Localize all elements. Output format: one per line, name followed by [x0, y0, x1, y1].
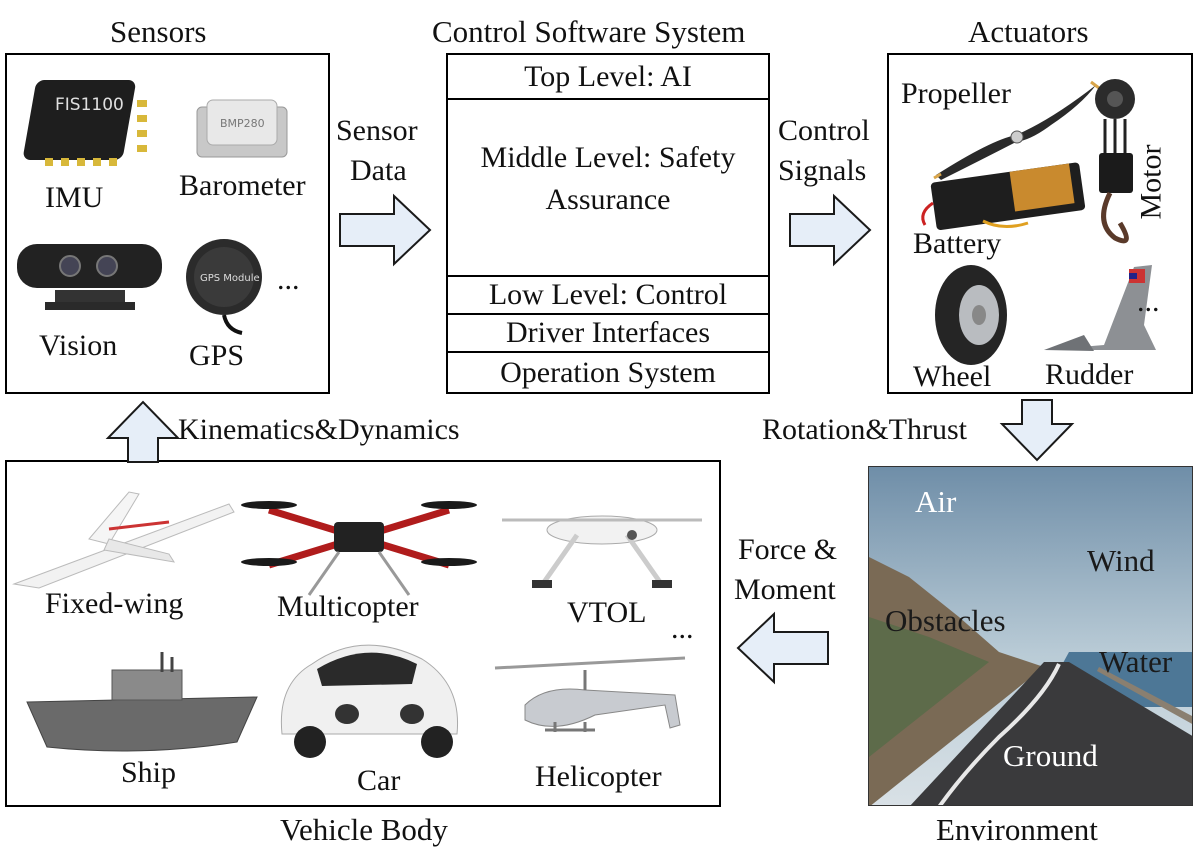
- actuator-label-motor: Motor: [1134, 144, 1168, 220]
- gps-module-icon: GPS Module: [186, 239, 262, 335]
- svg-text:BMP280: BMP280: [220, 117, 265, 130]
- actuators-title: Actuators: [968, 14, 1089, 49]
- sensor-label-imu: IMU: [45, 181, 104, 214]
- layer-top-ai: Top Level: AI: [448, 55, 768, 100]
- control-stack: Top Level: AI Middle Level: Safety Assur…: [446, 53, 770, 394]
- layer-low-control: Low Level: Control: [448, 277, 768, 315]
- vtol-icon: [502, 515, 702, 588]
- multicopter-icon: [241, 501, 477, 596]
- kinematics-label: Kinematics&Dynamics: [178, 413, 460, 446]
- imu-chip-icon: FIS1100: [23, 80, 147, 166]
- car-icon: [280, 644, 459, 758]
- vehicle-label-vtol: VTOL: [567, 596, 647, 629]
- vehicle-ellipsis: ...: [671, 612, 694, 645]
- vehicle-label-fixed-wing: Fixed-wing: [45, 587, 184, 620]
- sensor-label-barometer: Barometer: [179, 169, 306, 202]
- force-moment-label-2: Moment: [734, 573, 836, 606]
- actuator-label-rudder: Rudder: [1045, 358, 1134, 391]
- actuator-label-battery: Battery: [913, 227, 1002, 260]
- actuator-ellipsis: ...: [1137, 285, 1160, 318]
- vehicle-box: Fixed-wing Multicopter VTOL ... Ship Car: [5, 460, 721, 807]
- layer-middle-safety: Middle Level: Safety Assurance: [448, 100, 768, 277]
- control-signals-arrow: [789, 193, 872, 267]
- env-label-wind: Wind: [1087, 543, 1155, 578]
- sensor-data-label-1: Sensor: [336, 114, 418, 147]
- env-label-air: Air: [915, 484, 957, 519]
- sensors-box: FIS1100 IMU BMP280 Barometer Vision GPS …: [5, 53, 330, 394]
- gps-module-text: GPS Module: [200, 273, 260, 284]
- barometer-icon: BMP280: [196, 99, 288, 158]
- wheel-icon: [935, 265, 1007, 365]
- camera-icon: [17, 244, 162, 310]
- sensor-label-vision: Vision: [39, 329, 118, 362]
- environment-title: Environment: [936, 812, 1098, 847]
- motor-icon: [1095, 79, 1135, 244]
- vehicle-title: Vehicle Body: [280, 812, 448, 847]
- force-moment-arrow: [736, 611, 829, 685]
- fixed-wing-icon: [12, 491, 235, 589]
- vehicle-label-multicopter: Multicopter: [277, 590, 419, 623]
- rudder-icon: [1044, 265, 1156, 351]
- actuators-box: Propeller Battery Motor Wheel ... Rudder: [887, 53, 1193, 394]
- layer-operation-system: Operation System: [500, 355, 716, 389]
- rotation-thrust-label: Rotation&Thrust: [762, 413, 967, 446]
- ship-icon: [26, 652, 258, 752]
- propeller-icon: [933, 80, 1100, 180]
- force-moment-label-1: Force &: [738, 533, 838, 566]
- imu-chip-text: FIS1100: [55, 95, 124, 115]
- control-signals-label-2: Signals: [778, 154, 867, 187]
- env-label-ground: Ground: [1003, 738, 1098, 773]
- env-label-obstacles: Obstacles: [885, 603, 1006, 638]
- sensor-data-label-2: Data: [350, 154, 407, 187]
- helicopter-icon: [494, 656, 686, 732]
- rotation-thrust-arrow: [999, 399, 1075, 462]
- env-label-water: Water: [1099, 644, 1173, 679]
- actuator-label-propeller: Propeller: [901, 77, 1011, 110]
- actuator-label-wheel: Wheel: [913, 360, 992, 393]
- sensor-ellipsis: ...: [277, 263, 300, 296]
- vehicle-label-ship: Ship: [121, 756, 177, 789]
- layer-middle-text: Middle Level: Safety Assurance: [480, 140, 736, 216]
- environment-image: Air Wind Obstacles Water Ground: [868, 466, 1193, 806]
- sensor-data-arrow: [339, 193, 432, 267]
- vehicle-label-helicopter: Helicopter: [535, 760, 662, 793]
- layer-driver-interfaces: Driver Interfaces: [448, 315, 768, 353]
- kinematics-arrow: [105, 400, 181, 463]
- control-signals-label-1: Control: [778, 114, 870, 147]
- vehicle-label-car: Car: [357, 764, 401, 797]
- control-title: Control Software System: [432, 14, 746, 49]
- sensor-label-gps: GPS: [189, 339, 245, 372]
- battery-icon: [921, 162, 1086, 230]
- sensors-title: Sensors: [110, 14, 207, 49]
